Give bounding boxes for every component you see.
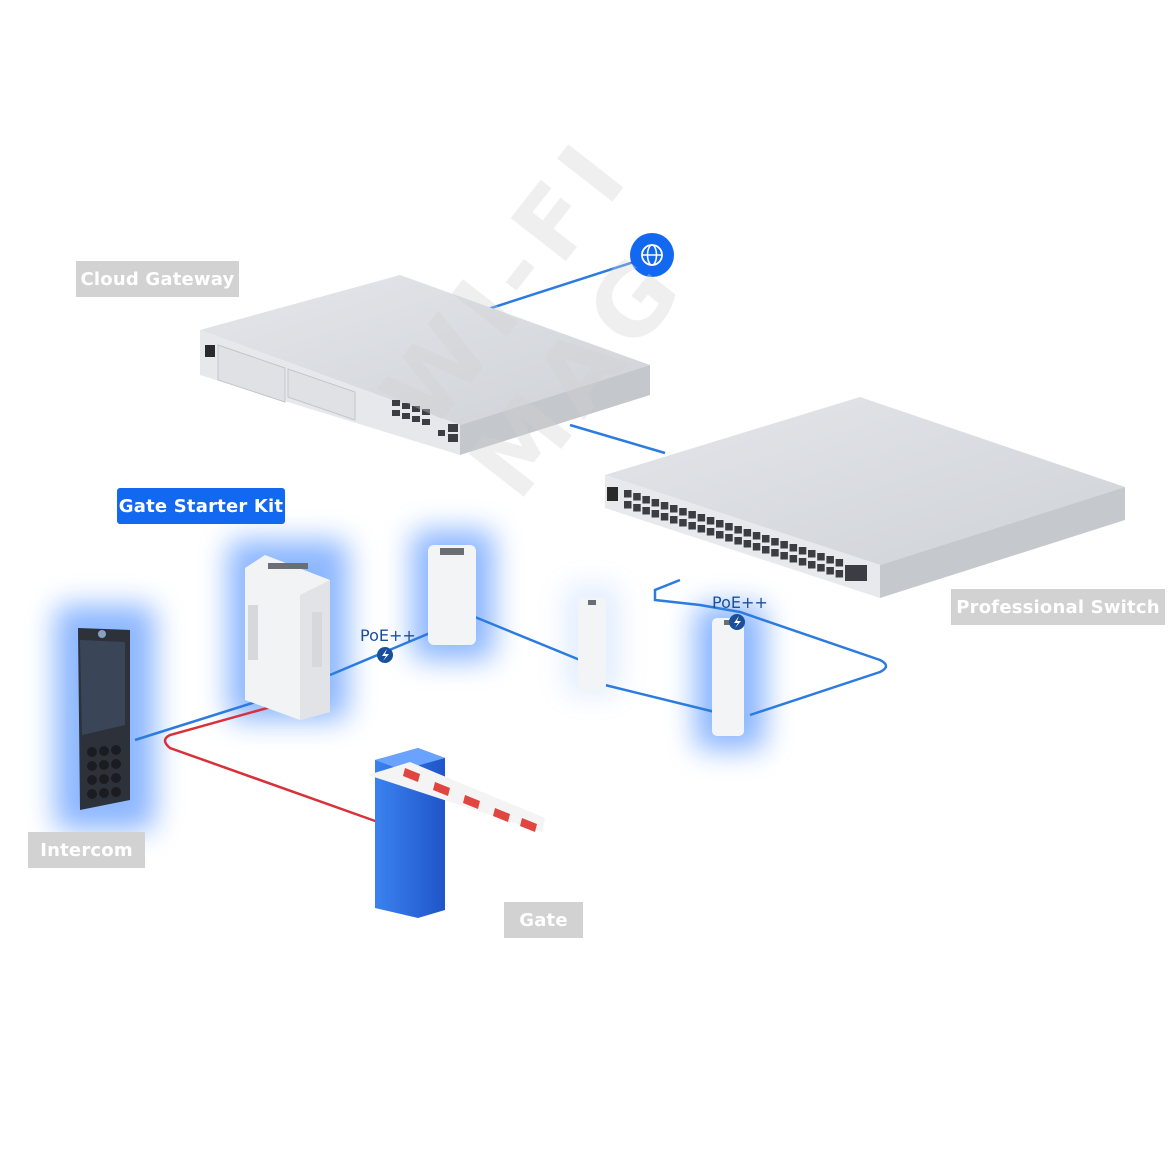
globe-icon[interactable] [630,233,674,277]
gate-label: Gate [504,902,583,938]
switch-port [679,519,687,527]
poe-injector-3[interactable] [712,618,744,736]
switch-port [624,501,632,509]
switch-port [789,555,798,563]
switch-port [688,511,696,519]
switch-port [835,559,844,567]
switch-port [706,517,715,525]
switch-port [817,553,825,561]
poe-label-right: PoE++ [712,593,768,612]
switch-port [752,543,761,551]
switch-port [697,514,706,522]
switch-port [697,525,706,533]
switch-port [808,561,816,569]
switch-port [624,490,632,498]
switch-port [725,534,733,542]
switch-port [780,552,788,560]
poe-injector-link-b [604,683,716,714]
intercom-hub-link [134,698,263,742]
switch-port [633,504,641,512]
switch-port [670,505,678,513]
switch-port [835,570,844,578]
switch-port [762,535,770,543]
switch-port [642,496,650,504]
cloud-gateway-label: Cloud Gateway [76,261,239,297]
poe-injector-link-a [469,613,581,662]
switch-port [771,549,779,557]
switch-port [826,556,834,564]
cloud-gateway-device[interactable] [200,275,650,455]
professional-switch-label: Professional Switch [951,589,1165,625]
switch-port [771,538,779,546]
switch-port [743,540,752,548]
switch-port [826,567,834,575]
switch-port [679,508,687,516]
internet-link [484,258,641,312]
switch-port [660,513,669,521]
switch-poe-loop [653,578,888,717]
switch-port [670,516,678,524]
switch-port [706,528,715,536]
switch-port [633,493,641,501]
gate-starter-kit-label: Gate Starter Kit [117,488,285,524]
switch-port [752,532,761,540]
switch-port [789,544,798,552]
switch-port [780,541,788,549]
poe-label-left: PoE++ [360,626,416,645]
intercom-label: Intercom [28,832,145,868]
switch-ports [624,490,844,578]
switch-port [725,523,733,531]
gate-hub-device[interactable] [245,555,330,720]
switch-port [642,507,650,515]
gateway-switch-link [569,423,666,455]
switch-port [688,522,696,530]
switch-port [808,550,816,558]
switch-port [660,502,669,510]
switch-port [734,526,742,534]
bolt-icon [729,614,745,630]
poe-injector-2[interactable] [578,598,606,690]
poe-injector-1[interactable] [428,545,476,645]
switch-port [716,520,724,528]
gate-wire [163,703,379,824]
professional-switch-device[interactable] [605,397,1125,598]
switch-port [716,531,724,539]
intercom-device[interactable] [78,628,130,810]
switch-port [762,546,770,554]
switch-port [743,529,752,537]
switch-port [734,537,742,545]
switch-port [798,547,807,555]
switch-port [651,499,660,507]
switch-port [651,510,660,518]
switch-port [817,564,825,572]
gate-barrier[interactable] [368,748,545,918]
bolt-icon [377,647,393,663]
switch-port [798,558,807,566]
